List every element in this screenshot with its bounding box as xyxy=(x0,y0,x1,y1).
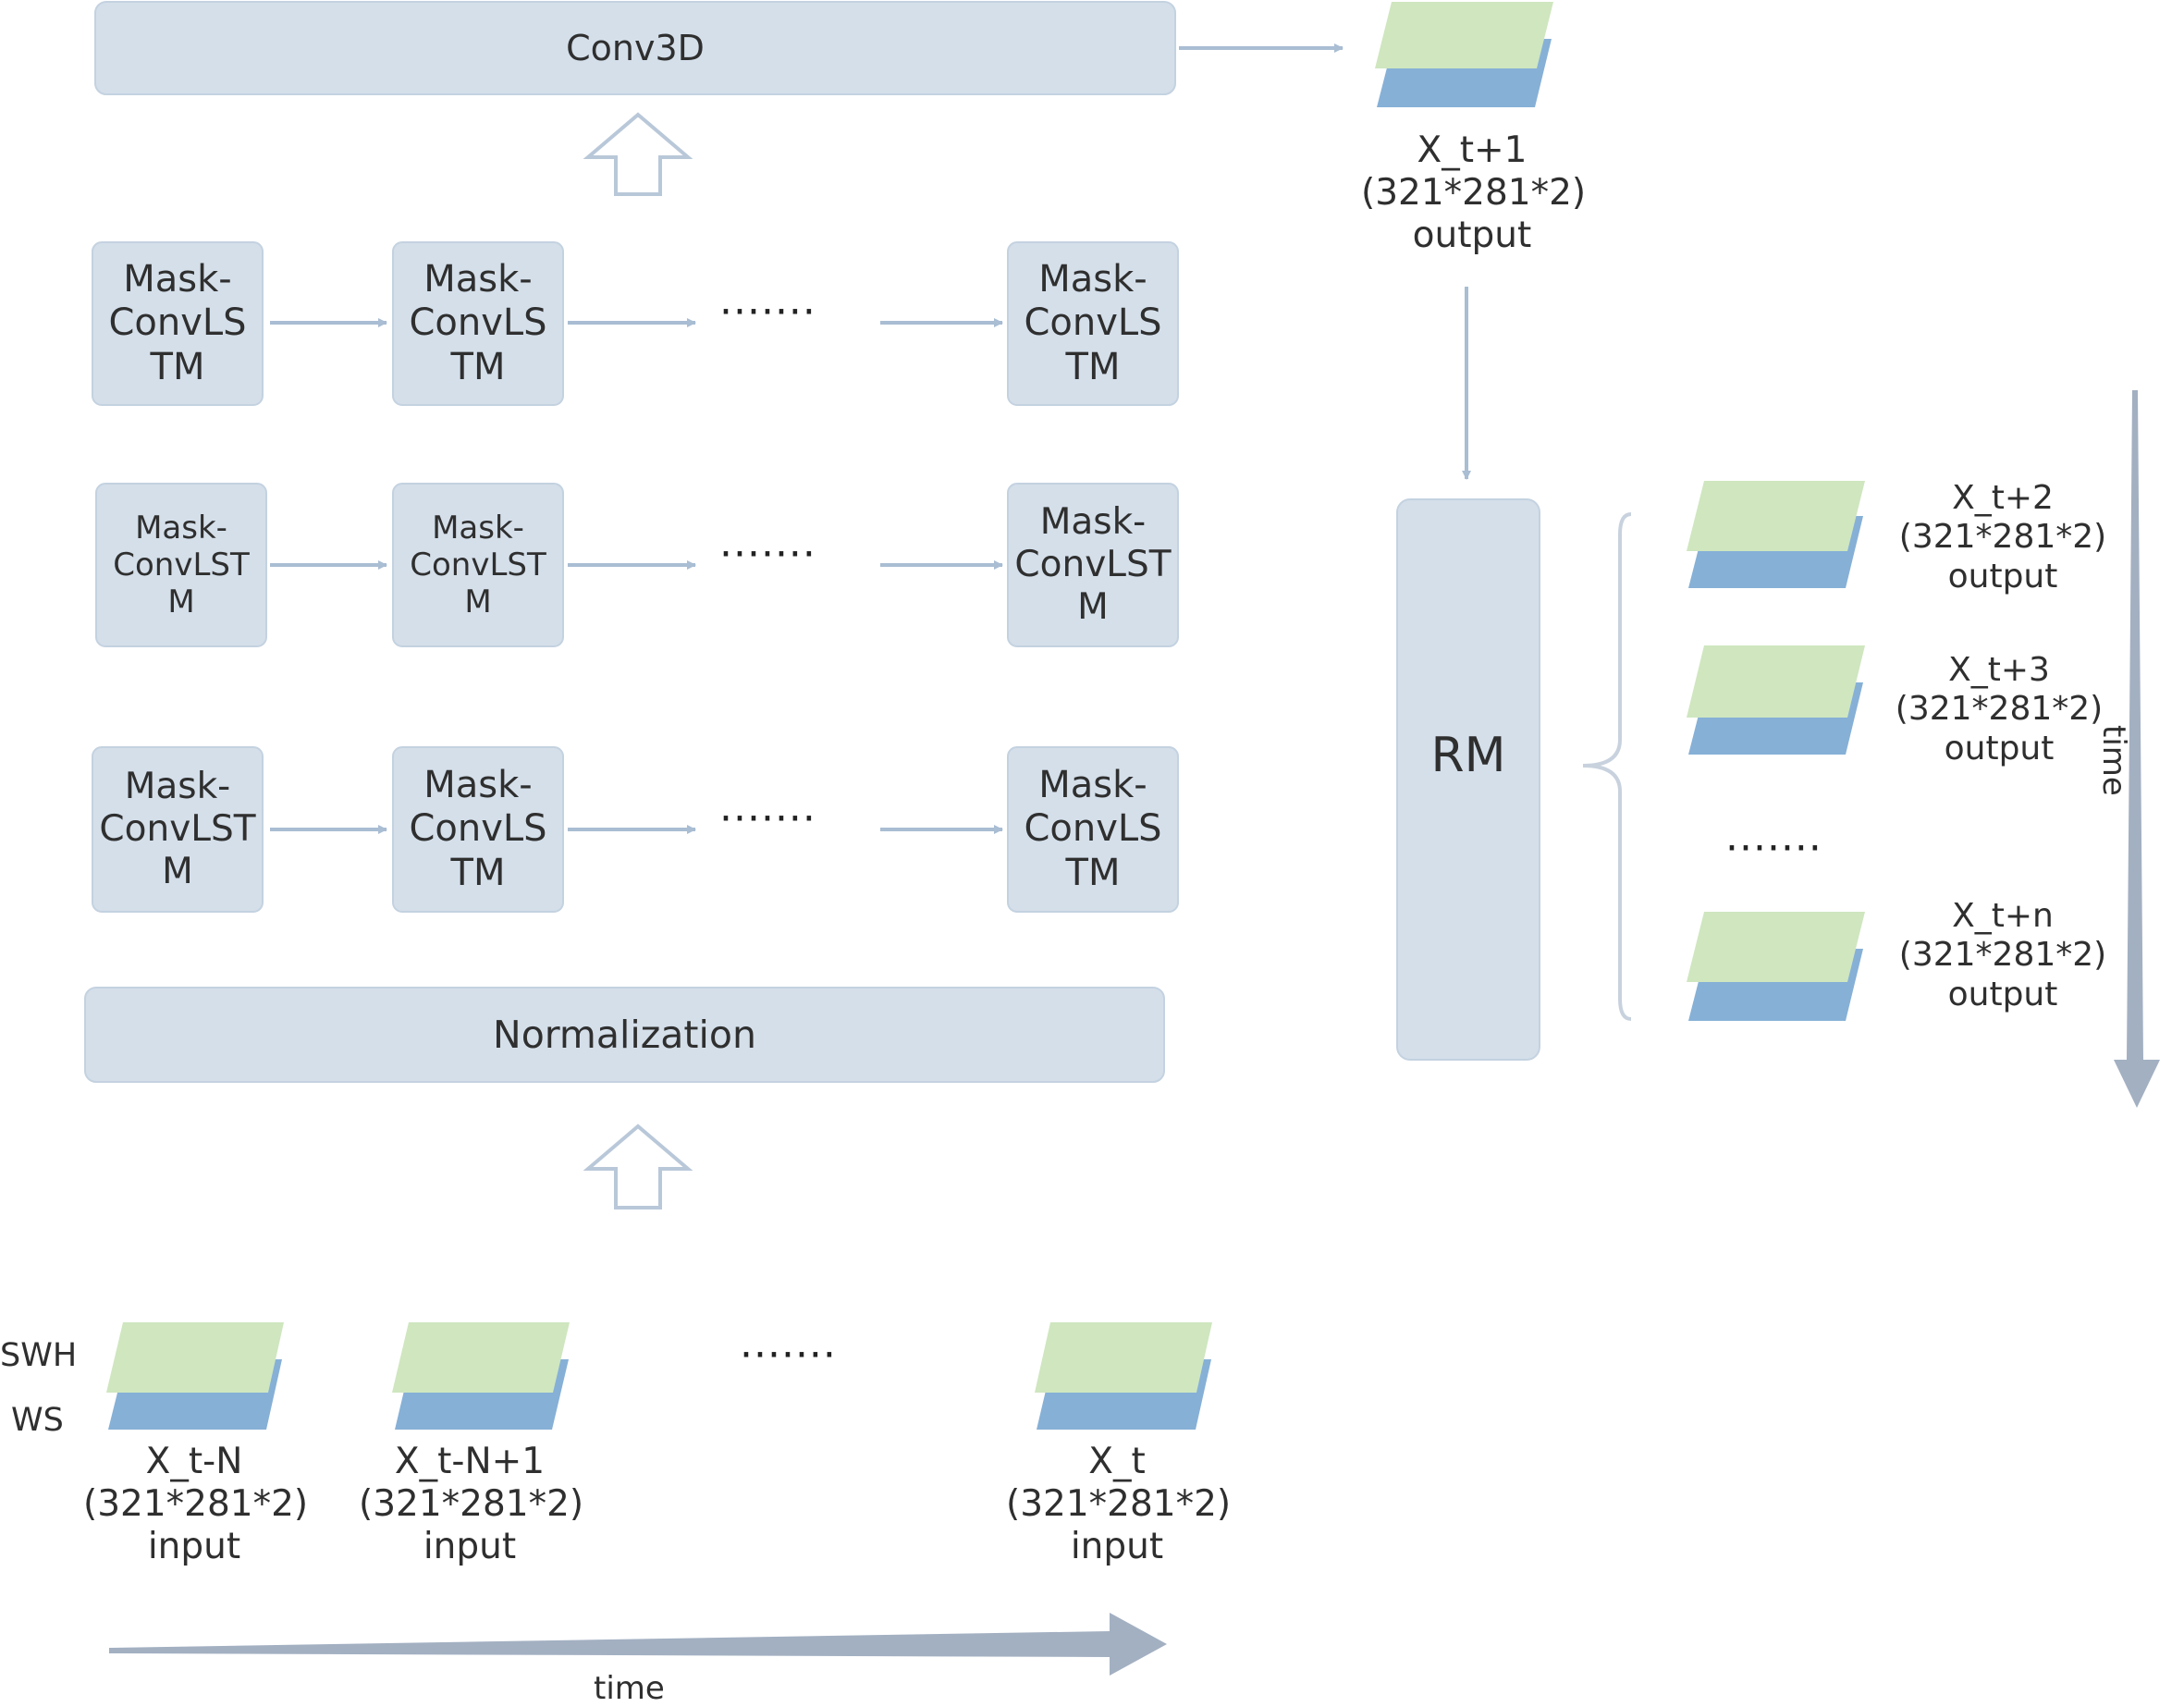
output-shape: (321*281*2) xyxy=(1898,518,2107,557)
input-label: X_t (321*281*2) input xyxy=(1006,1441,1232,1568)
output-label: X_t+n (321*281*2) output xyxy=(1892,897,2114,1014)
output-name: X_t+n xyxy=(1952,897,2054,935)
cell-box xyxy=(92,746,264,913)
output-role: output xyxy=(1944,729,2055,768)
output-layer-stack xyxy=(1687,645,1865,755)
output-layer-stack xyxy=(1687,481,1865,588)
mask-convlstm-cell: Mask- ConvLS TM xyxy=(1024,258,1162,388)
time-arrow-right xyxy=(2114,390,2160,1108)
output-label: X_t+1 (321*281*2) output xyxy=(1361,129,1587,257)
normalization-block xyxy=(84,987,1165,1083)
cell-box xyxy=(1007,746,1179,913)
input-role: input xyxy=(147,1526,241,1568)
output-layer-stack xyxy=(1375,2,1553,107)
mask-convlstm-cell: Mask- ConvLS TM xyxy=(409,258,547,388)
cell-box xyxy=(392,746,564,913)
rm-brace xyxy=(1582,512,1632,1021)
mask-convlstm-cell: Mask- ConvLST M xyxy=(99,765,256,892)
input-shape: (321*281*2) xyxy=(83,1483,309,1526)
cell-box xyxy=(92,241,264,406)
input-name: X_t xyxy=(1088,1441,1146,1482)
cell-box xyxy=(1007,483,1179,647)
conv3d-block xyxy=(94,1,1176,95)
output-name: X_t+3 xyxy=(1948,651,2050,689)
cell-box xyxy=(95,483,267,647)
input-label: X_t-N (321*281*2) input xyxy=(83,1441,309,1568)
up-arrow-top xyxy=(583,112,693,196)
input-role: input xyxy=(1070,1526,1164,1568)
output-name: X_t+2 xyxy=(1952,479,2054,517)
output-role: output xyxy=(1947,557,2058,596)
output-shape: (321*281*2) xyxy=(1361,172,1587,215)
normalization-label: Normalization xyxy=(493,1012,756,1057)
output-role: output xyxy=(1947,975,2058,1013)
time-arrow-bottom xyxy=(109,1613,1167,1676)
rm-block xyxy=(1396,498,1540,1061)
input-role: input xyxy=(423,1526,517,1568)
input-shape: (321*281*2) xyxy=(1006,1483,1232,1526)
up-arrow-bottom xyxy=(583,1124,693,1210)
ellipsis: ······· xyxy=(1725,825,1822,872)
time-label-bottom: time xyxy=(594,1670,665,1707)
output-role: output xyxy=(1412,215,1532,257)
input-shape: (321*281*2) xyxy=(359,1483,584,1526)
ellipsis: ······· xyxy=(719,795,816,842)
mask-convlstm-cell: Mask- ConvLST M xyxy=(1014,500,1172,628)
conv3d-label: Conv3D xyxy=(566,27,705,68)
input-layer-stack xyxy=(392,1322,570,1430)
output-shape: (321*281*2) xyxy=(1895,690,2104,729)
output-label: X_t+3 (321*281*2) output xyxy=(1888,651,2110,768)
cell-box xyxy=(392,241,564,406)
cell-box xyxy=(1007,241,1179,406)
mask-convlstm-cell: Mask- ConvLS TM xyxy=(108,258,247,388)
input-name: X_t-N xyxy=(145,1441,243,1482)
channel-label-ws: WS xyxy=(11,1402,64,1439)
mask-convlstm-cell: Mask- ConvLST M xyxy=(113,509,250,621)
input-layer-stack xyxy=(106,1322,284,1430)
time-label-right: time xyxy=(2095,725,2132,796)
output-name: X_t+1 xyxy=(1417,129,1528,171)
mask-convlstm-cell: Mask- ConvLS TM xyxy=(1024,764,1162,894)
output-label: X_t+2 (321*281*2) output xyxy=(1892,479,2114,596)
ellipsis: ······· xyxy=(719,531,816,578)
output-layer-stack xyxy=(1687,912,1865,1021)
ellipsis: ······· xyxy=(740,1332,837,1379)
ellipsis: ······· xyxy=(719,289,816,336)
cell-box xyxy=(392,483,564,647)
input-layer-stack xyxy=(1035,1322,1212,1430)
rm-label: RM xyxy=(1430,728,1506,784)
output-shape: (321*281*2) xyxy=(1898,936,2107,975)
input-label: X_t-N+1 (321*281*2) input xyxy=(359,1441,584,1568)
mask-convlstm-cell: Mask- ConvLST M xyxy=(410,509,546,621)
input-name: X_t-N+1 xyxy=(394,1441,546,1482)
channel-label-swh: SWH xyxy=(0,1337,78,1374)
mask-convlstm-cell: Mask- ConvLS TM xyxy=(409,764,547,894)
